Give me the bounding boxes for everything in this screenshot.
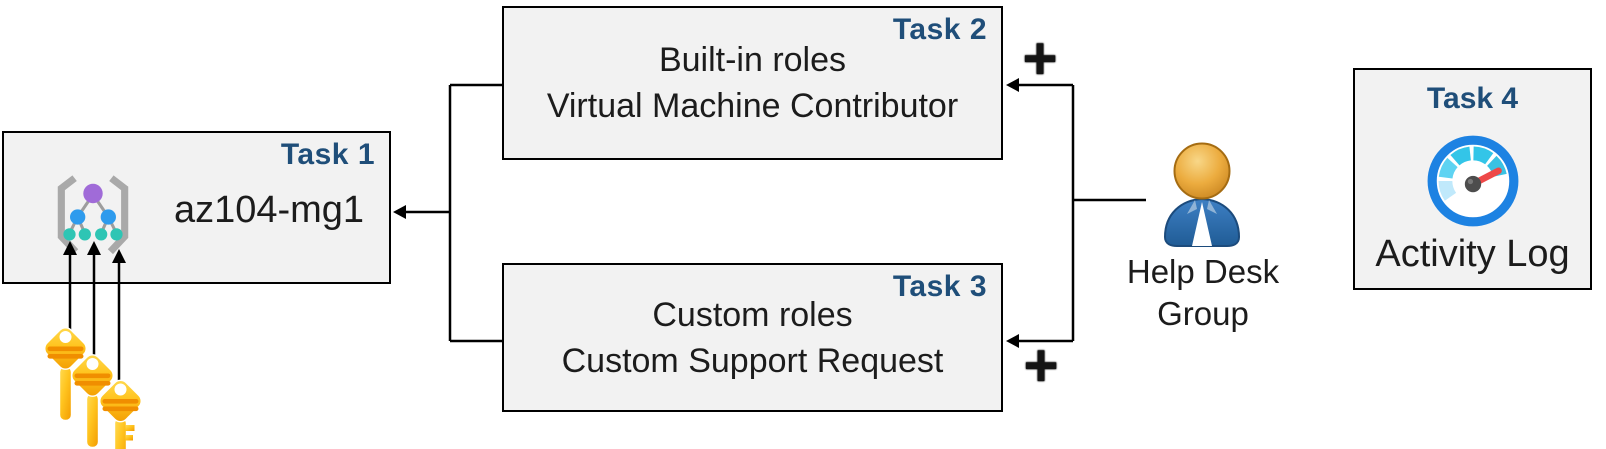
arrowhead-task2 <box>1006 78 1019 92</box>
task1-title: az104-mg1 <box>173 189 365 231</box>
actor-label: Help Desk Group <box>1092 251 1314 335</box>
task1-label: Task 1 <box>280 138 375 171</box>
task1-box: Task 1 az104-mg1 <box>2 131 391 284</box>
task4-title: Activity Log <box>1375 233 1570 275</box>
key-icon-3 <box>99 379 142 449</box>
key-icon-2 <box>71 354 114 449</box>
plus-icon-top: + <box>1022 25 1058 92</box>
person-collar <box>1192 202 1212 246</box>
actor-label-line1: Help Desk <box>1126 253 1280 290</box>
task4-label: Task 4 <box>1426 82 1519 115</box>
person-icon <box>1163 142 1241 247</box>
actor-label-line2: Group <box>1157 295 1249 333</box>
task3-box: Task 3 Custom roles Custom Support Reque… <box>502 263 1003 412</box>
arrowhead-task1 <box>393 205 406 219</box>
task3-text: Custom roles Custom Support Request <box>504 291 1001 383</box>
key-icon-1 <box>44 327 87 422</box>
task2-line1: Built-in roles <box>658 40 847 79</box>
person-head <box>1173 142 1231 200</box>
task2-label: Task 2 <box>892 13 987 46</box>
task4-box: Task 4 Activity Log <box>1353 68 1592 290</box>
management-group-icon <box>57 175 129 255</box>
gauge-icon <box>1427 135 1518 227</box>
task2-line2: Virtual Machine Contributor <box>546 87 959 125</box>
task3-label: Task 3 <box>892 270 987 303</box>
task3-line2: Custom Support Request <box>561 341 944 380</box>
keys-icon <box>44 327 142 449</box>
task2-text: Built-in roles Virtual Machine Contribut… <box>504 37 1001 129</box>
task2-box: Task 2 Built-in roles Virtual Machine Co… <box>502 6 1003 160</box>
plus-icon-bottom: + <box>1023 332 1059 399</box>
task3-line1: Custom roles <box>652 295 853 334</box>
arrowhead-task3 <box>1006 334 1019 348</box>
